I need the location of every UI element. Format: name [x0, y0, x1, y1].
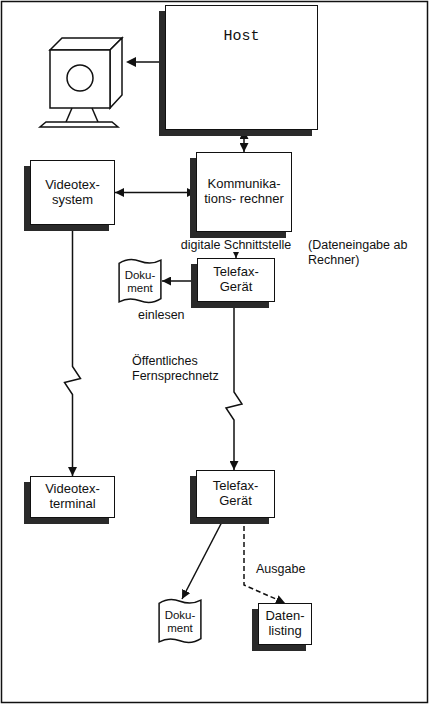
connector [65, 225, 81, 476]
document-shape: Doku- ment [158, 597, 202, 645]
document-shape: Doku- ment [118, 257, 162, 305]
annotation-label: einlesen [138, 308, 208, 323]
system-box: Videotex- system [30, 160, 115, 225]
connector [162, 280, 197, 282]
process-box: Kommunika- tions- rechner [196, 152, 292, 232]
node-text: Kommunika- tions- rechner [202, 177, 286, 207]
annotation-label: Öffentliches Fernsprechnetz [132, 354, 228, 384]
document-outline [118, 257, 162, 305]
listing-box: Daten- listing [258, 603, 312, 645]
device-box: Telefax- Gerät [196, 470, 275, 518]
node-text: Telefax- Gerät [203, 265, 269, 295]
node-text: Daten- listing [264, 609, 306, 639]
annotation-label: (Dateneingabe ab Rechner) [308, 238, 418, 268]
node-text: Host [223, 28, 259, 45]
monitor-illustration [40, 38, 122, 127]
connector [244, 518, 285, 603]
connector [226, 302, 242, 470]
node-text: Videotex- system [36, 178, 109, 208]
terminal-box: Videotex- terminal [30, 476, 115, 518]
connector [182, 518, 224, 599]
connector [115, 192, 196, 194]
annotation-label: Ausgabe [256, 562, 326, 577]
edge-label: digitale Schnittstelle [179, 238, 293, 252]
node-text: Telefax- Gerät [202, 479, 269, 509]
device-box: Telefax- Gerät [197, 258, 275, 302]
node-text: Doku- ment [121, 269, 159, 295]
host-to-monitor-arrow [126, 57, 164, 67]
connector [243, 130, 245, 152]
document-outline [158, 597, 202, 645]
node-text: Videotex- terminal [36, 482, 109, 512]
host-box: Host [165, 5, 318, 130]
node-text: Doku- ment [161, 609, 199, 635]
